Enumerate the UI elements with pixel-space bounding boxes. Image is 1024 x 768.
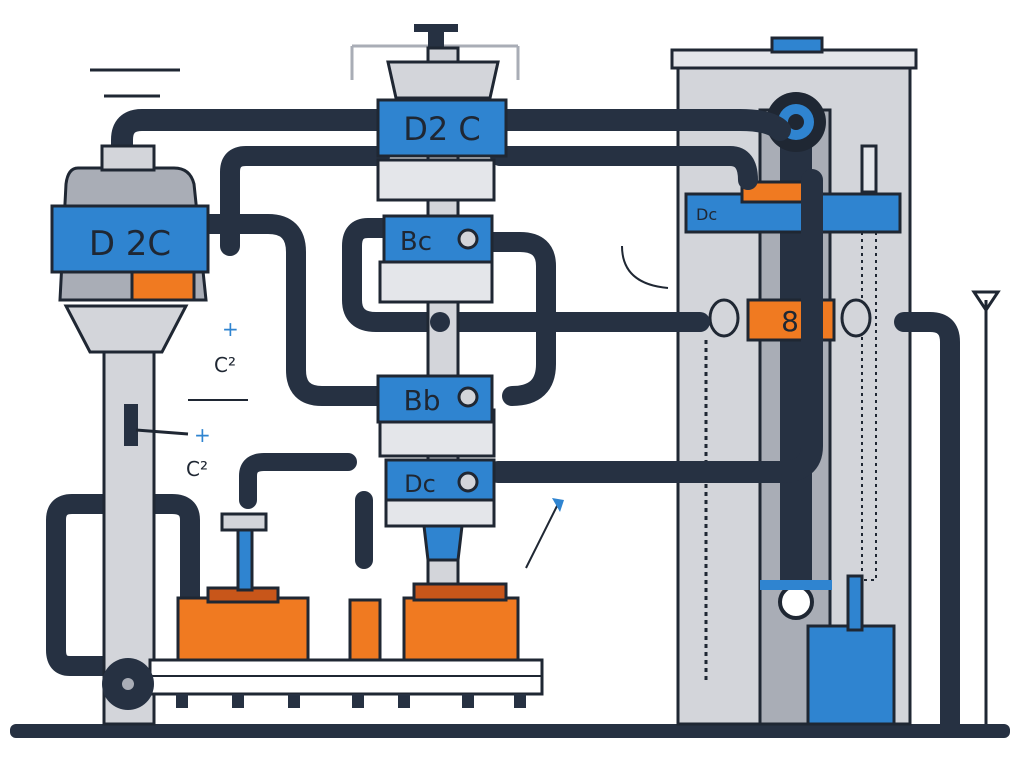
tower-panel-label: Dc [696, 205, 717, 224]
antenna [971, 290, 1001, 724]
pipe-network [46, 109, 960, 734]
left-tank-label: D 2C [89, 224, 171, 264]
pump-housing [806, 624, 896, 726]
plus-sign-bottom: + [194, 423, 211, 447]
container-left [176, 512, 310, 662]
valve-middle-label: Bb [404, 384, 441, 417]
valve-middle-knob-icon [457, 386, 479, 408]
tower-gauge-label: 8 [781, 305, 799, 338]
valve-upper-label: Bc [400, 227, 432, 257]
valve-upper-knob-icon [457, 228, 479, 250]
valve-top [376, 98, 508, 158]
conveyor [102, 658, 544, 710]
plus-sign-top: + [222, 317, 239, 341]
central-column: D2 C Bc Bb Dc [350, 24, 520, 686]
floor-line [10, 724, 1010, 738]
left-tank-panel [50, 204, 210, 274]
valve-lower-knob-icon [457, 471, 479, 493]
right-tower: Dc 8 [670, 36, 918, 726]
valve-lower-label: Dc [404, 470, 436, 498]
note-c2-top: C² [214, 353, 236, 377]
left-tank: D 2C [50, 68, 210, 726]
pump-gauge-icon [778, 584, 814, 620]
container-right [348, 582, 520, 662]
left-tank-indicator [130, 270, 196, 302]
arrow-diagonal [525, 503, 559, 569]
valve-top-label: D2 C [403, 110, 481, 148]
note-c2-bottom: C² [186, 457, 208, 481]
tower-cap [770, 36, 824, 54]
